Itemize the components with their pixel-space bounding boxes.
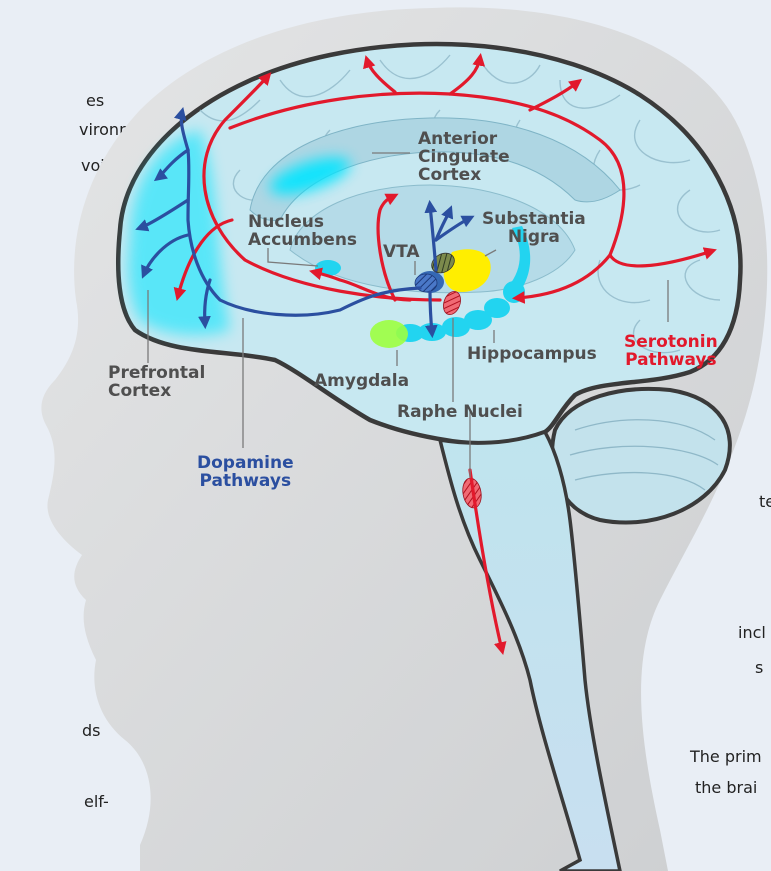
label-amygdala: Amygdala (314, 372, 409, 390)
label-serotonin-pathways: Serotonin Pathways (624, 333, 718, 369)
label-dopamine-pathways: Dopamine Pathways (197, 454, 294, 490)
label-hippocampus: Hippocampus (467, 345, 597, 363)
label-prefrontal-cortex: Prefrontal Cortex (108, 364, 205, 400)
label-vta: VTA (383, 243, 420, 261)
amygdala (370, 320, 408, 348)
label-raphe-nuclei: Raphe Nuclei (397, 403, 523, 421)
label-anterior-cingulate-cortex: Anterior Cingulate Cortex (418, 130, 510, 184)
label-substantia-nigra: Substantia Nigra (482, 210, 586, 246)
label-nucleus-accumbens: Nucleus Accumbens (248, 213, 357, 249)
